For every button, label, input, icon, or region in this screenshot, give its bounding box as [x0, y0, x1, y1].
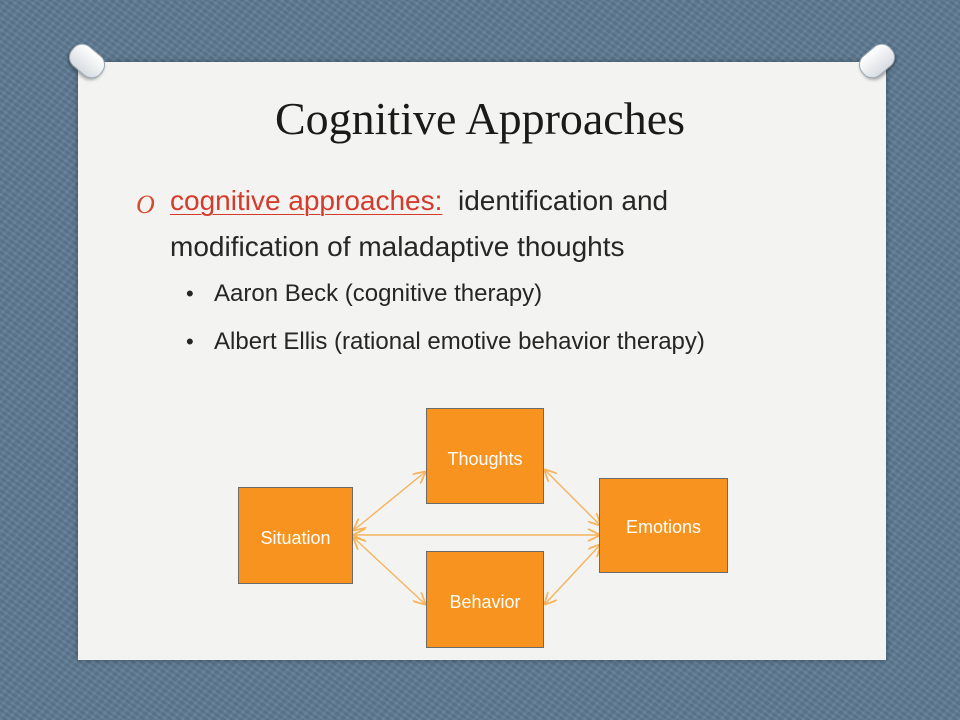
main-bullet-definition: identification and modification of malad…: [170, 185, 669, 262]
term-link[interactable]: cognitive approaches:: [170, 185, 443, 216]
sub-bullet-text: Albert Ellis (rational emotive behavior …: [214, 328, 705, 355]
slide-title: Cognitive Approaches: [274, 93, 686, 144]
bullet-dot-icon: •: [186, 329, 194, 354]
emotions-box: Emotions: [599, 478, 728, 573]
situation-label: Situation: [260, 528, 331, 548]
sub-bullet-list: • Aaron Beck (cognitive therapy) • Albert …: [186, 272, 705, 368]
situation-box: Situation: [238, 487, 353, 584]
sub-bullet-item: • Albert Ellis (rational emotive behavior…: [186, 320, 705, 368]
thoughts-box: Thoughts: [426, 408, 544, 504]
thoughts-label: Thoughts: [447, 449, 523, 469]
main-bullet-text: cognitive approaches: identification and…: [136, 178, 816, 270]
main-bullet: O cognitive approaches: identification a…: [136, 178, 816, 270]
arrow-behavior-emotions: [545, 545, 600, 604]
bullet-dot-icon: •: [186, 281, 194, 306]
arrow-situation-behavior: [354, 538, 425, 604]
arrow-thoughts-emotions: [545, 470, 600, 525]
arrow-situation-thoughts: [354, 472, 425, 530]
emotions-label: Emotions: [625, 517, 702, 537]
bullet-marker-icon: O: [136, 190, 155, 219]
behavior-label: Behavior: [449, 592, 521, 612]
sub-bullet-text: Aaron Beck (cognitive therapy): [214, 280, 543, 307]
behavior-box: Behavior: [426, 551, 544, 648]
sub-bullet-item: • Aaron Beck (cognitive therapy): [186, 272, 705, 320]
